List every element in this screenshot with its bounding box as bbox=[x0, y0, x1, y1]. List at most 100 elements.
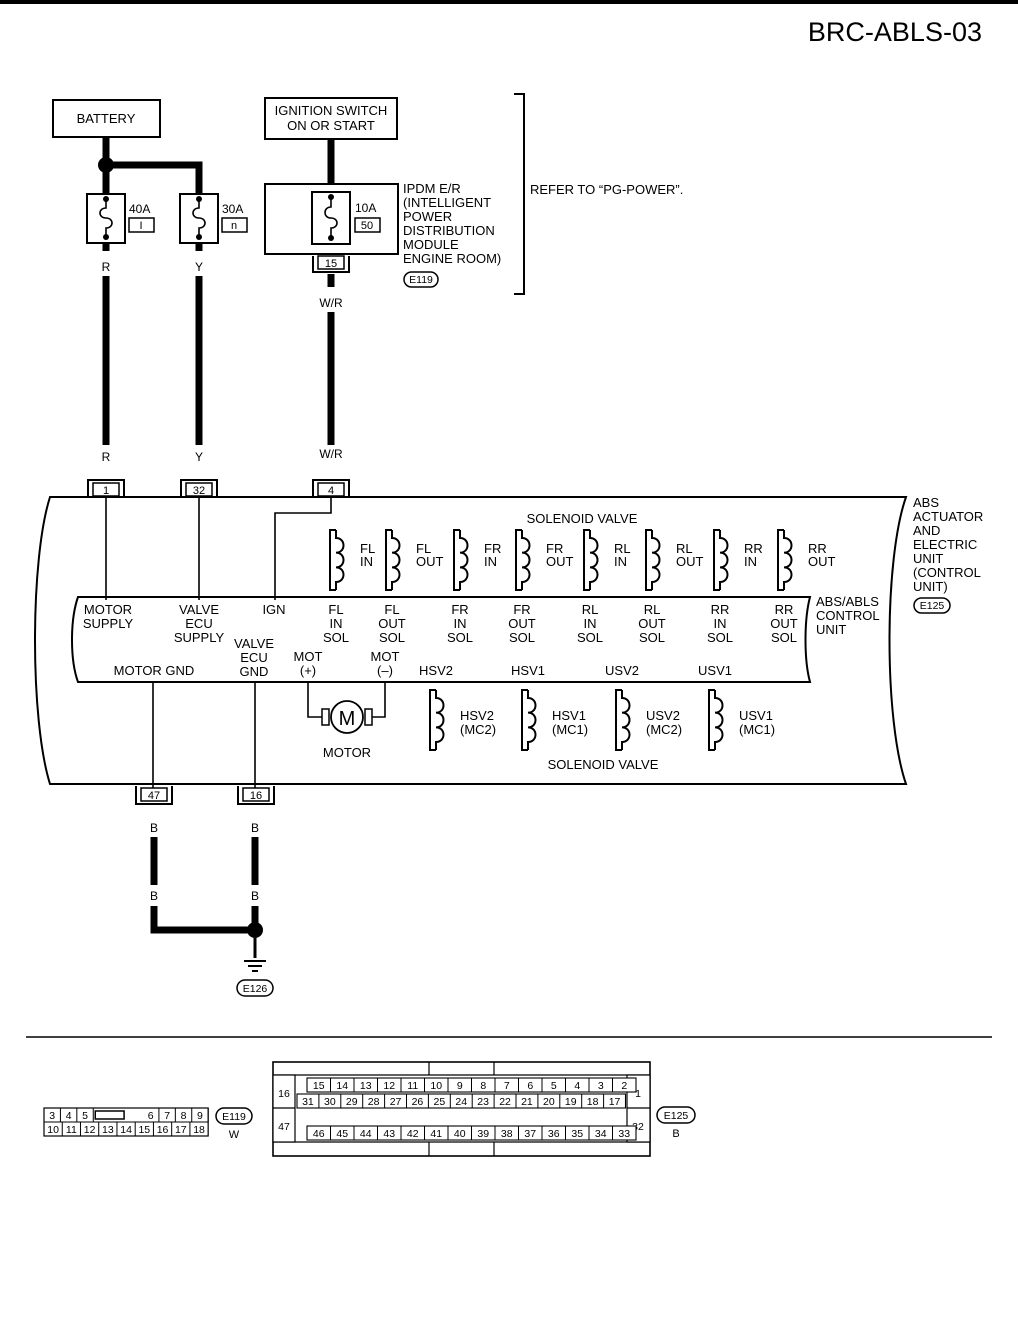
solenoid-term-label-0: IN bbox=[330, 616, 343, 631]
unit-name-7: UNIT) bbox=[913, 579, 948, 594]
e125-pin-31: 31 bbox=[302, 1096, 314, 1108]
e119-badge bbox=[215, 1107, 253, 1125]
e125-pin-38: 38 bbox=[501, 1128, 513, 1140]
e125-pin-24: 24 bbox=[455, 1096, 467, 1108]
svg-text:1: 1 bbox=[103, 485, 109, 497]
e119-pin-15: 15 bbox=[138, 1124, 150, 1136]
ipdm-label-3: POWER bbox=[403, 209, 452, 224]
unit-name-5: UNIT bbox=[913, 551, 943, 566]
fuse-40a: 40A I bbox=[86, 193, 155, 244]
e119-pin-18: 18 bbox=[193, 1124, 205, 1136]
ground-connector-badge bbox=[236, 979, 274, 997]
control-unit-label-3: UNIT bbox=[816, 622, 846, 637]
ipdm-label-1: IPDM E/R bbox=[403, 181, 461, 196]
pin-1: 1 bbox=[87, 479, 125, 497]
wire-b-47-top: B bbox=[150, 821, 158, 835]
solenoid-term-label-1: FL bbox=[384, 602, 399, 617]
solenoid-coil-label-5: OUT bbox=[676, 554, 704, 569]
e125-pin-29: 29 bbox=[346, 1096, 358, 1108]
unit-name-6: (CONTROL bbox=[913, 565, 981, 580]
solenoid-term-label-6: IN bbox=[714, 616, 727, 631]
control-unit-label-2: CONTROL bbox=[816, 608, 880, 623]
ipdm-label-5: MODULE bbox=[403, 237, 459, 252]
solenoid-coil-label-6: IN bbox=[744, 554, 757, 569]
solenoid-term-label-3: SOL bbox=[509, 630, 535, 645]
motor: M bbox=[307, 682, 386, 734]
solenoid-coil-label-4: IN bbox=[614, 554, 627, 569]
diagram-code: BRC-ABLS-03 bbox=[808, 17, 982, 47]
lower-valve-term-1: HSV1 bbox=[511, 663, 545, 678]
solenoid-coil-label-2: FR bbox=[484, 541, 501, 556]
term-valve-supply-3: SUPPLY bbox=[174, 630, 225, 645]
e119-pin-7: 7 bbox=[164, 1110, 170, 1122]
svg-text:4: 4 bbox=[328, 485, 334, 497]
top-solenoid-group: FLINFLINSOLFLOUTFLOUTSOLFRINFRINSOLFROUT… bbox=[323, 529, 836, 645]
e125-pin-25: 25 bbox=[434, 1096, 446, 1108]
e125-pin-21: 21 bbox=[521, 1096, 533, 1108]
e125-pin-35: 35 bbox=[571, 1128, 583, 1140]
solenoid-coil-label-0: IN bbox=[360, 554, 373, 569]
battery-bus-wire bbox=[106, 161, 203, 193]
lower-valve-coil-3 bbox=[708, 689, 724, 751]
solenoid-coil-5 bbox=[645, 529, 661, 591]
e119-color: W bbox=[229, 1129, 240, 1141]
e125-pin-10: 10 bbox=[430, 1080, 442, 1092]
e125-pin-14: 14 bbox=[336, 1080, 348, 1092]
wire-wr-color-bottom: W/R bbox=[319, 447, 343, 461]
e125-pin-22: 22 bbox=[499, 1096, 511, 1108]
pin-16: 16 bbox=[237, 786, 275, 805]
solenoid-term-label-6: SOL bbox=[707, 630, 733, 645]
term-motor-supply-2: SUPPLY bbox=[83, 616, 134, 631]
e125-pin-40: 40 bbox=[454, 1128, 466, 1140]
ipdm-label-6: ENGINE ROOM) bbox=[403, 251, 501, 266]
solenoid-coil-label-3: OUT bbox=[546, 554, 574, 569]
e125-pin-19: 19 bbox=[565, 1096, 577, 1108]
svg-text:47: 47 bbox=[148, 790, 160, 802]
term-valve-gnd-1: VALVE bbox=[234, 636, 274, 651]
wire-y-color-bottom: Y bbox=[195, 450, 203, 464]
e125-pin-2: 2 bbox=[621, 1080, 627, 1092]
unit-name-4: ELECTRIC bbox=[913, 537, 977, 552]
control-unit-label-1: ABS/ABLS bbox=[816, 594, 879, 609]
wire-r-color-bottom: R bbox=[102, 450, 111, 464]
motor-symbol: M bbox=[339, 708, 356, 730]
e125-pin-43: 43 bbox=[383, 1128, 395, 1140]
ground-icon bbox=[244, 960, 266, 972]
ground-wire bbox=[150, 906, 255, 934]
lower-valve-label-0: (MC2) bbox=[460, 722, 496, 737]
lower-valve-label-1: HSV1 bbox=[552, 708, 586, 723]
solenoid-term-label-7: OUT bbox=[770, 616, 798, 631]
e125-pin-33: 33 bbox=[618, 1128, 630, 1140]
e125-pin-17: 17 bbox=[609, 1096, 621, 1108]
lower-valve-term-2: USV2 bbox=[605, 663, 639, 678]
e125-badge bbox=[656, 1106, 696, 1124]
e125-pin-15: 15 bbox=[313, 1080, 325, 1092]
svg-text:16: 16 bbox=[250, 790, 262, 802]
e119-pin-4: 4 bbox=[66, 1110, 72, 1122]
term-valve-supply-2: ECU bbox=[185, 616, 212, 631]
e119-pin-3: 3 bbox=[49, 1110, 55, 1122]
motor-icon bbox=[330, 700, 364, 734]
solenoid-term-label-1: SOL bbox=[379, 630, 405, 645]
unit-name-2: ACTUATOR bbox=[913, 509, 983, 524]
lower-valve-coil-2 bbox=[615, 689, 631, 751]
e125-pin-4: 4 bbox=[574, 1080, 580, 1092]
e125-pin-42: 42 bbox=[407, 1128, 419, 1140]
solenoid-term-label-5: SOL bbox=[639, 630, 665, 645]
solenoid-coil-0 bbox=[329, 529, 345, 591]
e125-pin-32: 32 bbox=[632, 1121, 644, 1133]
refer-text: REFER TO “PG-POWER”. bbox=[530, 182, 683, 197]
motor-label: MOTOR bbox=[323, 745, 371, 760]
e119-pin-11: 11 bbox=[66, 1124, 77, 1136]
pin-4: 4 bbox=[312, 479, 350, 497]
lower-valve-coil-0 bbox=[429, 689, 445, 751]
e125-pin-23: 23 bbox=[477, 1096, 489, 1108]
term-valve-gnd-3: GND bbox=[240, 664, 269, 679]
term-valve-gnd-2: ECU bbox=[240, 650, 267, 665]
e125-pin-1: 1 bbox=[635, 1088, 641, 1100]
solenoid-term-label-4: RL bbox=[582, 602, 599, 617]
solenoid-coil-label-7: RR bbox=[808, 541, 827, 556]
ipdm-connector-badge bbox=[403, 271, 439, 288]
fuse-10a-code: 50 bbox=[361, 220, 373, 232]
e125-pin-37: 37 bbox=[524, 1128, 536, 1140]
